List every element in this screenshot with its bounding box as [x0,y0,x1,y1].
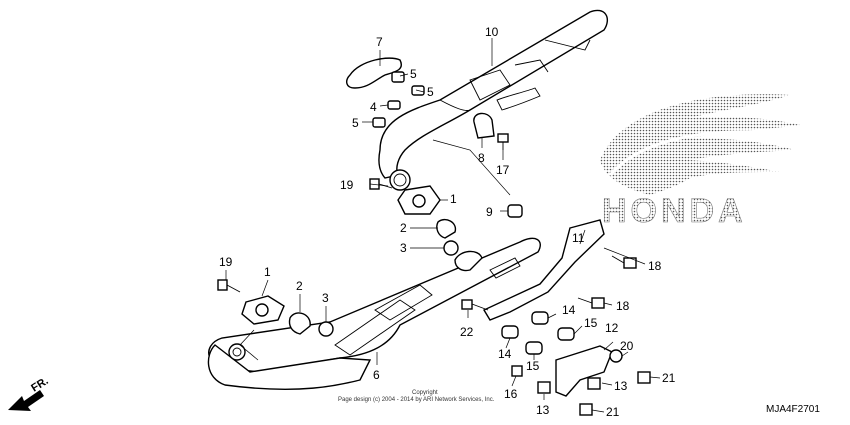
callout-15: 15 [584,316,598,330]
callout-14: 14 [498,347,512,361]
honda-wordmark: HONDA [602,192,747,230]
bolt-19-lower[interactable] [217,279,241,293]
front-direction-arrow-icon [8,390,44,411]
callout-6: 6 [373,368,380,382]
collar-upper[interactable] [436,218,457,239]
callout-10: 10 [485,25,499,39]
callout-19: 19 [219,255,233,269]
clip-5-a[interactable] [391,71,405,83]
callout-12: 12 [605,321,619,335]
front-direction-label: FR. [29,375,50,395]
seal-upper[interactable] [443,240,459,256]
callout-17: 17 [496,163,510,177]
bolt-18-b[interactable] [577,297,605,309]
seal-lower[interactable] [318,321,334,337]
callout-18: 18 [648,259,662,273]
lower-muffler[interactable] [207,237,541,390]
nut-21-a[interactable] [637,371,651,384]
collar-15-b[interactable] [525,341,543,355]
clip-5-c[interactable] [372,117,386,128]
callout-3: 3 [322,291,329,305]
callout-18: 18 [616,299,630,313]
callout-1: 1 [450,192,457,206]
callout-5: 5 [427,85,434,99]
callout-16: 16 [504,387,518,401]
upper-muffler[interactable] [378,9,608,191]
callout-1: 1 [264,265,271,279]
callout-13: 13 [536,403,550,417]
muffler-bracket[interactable] [482,219,605,321]
callout-13: 13 [614,379,628,393]
callout-8: 8 [478,151,485,165]
leader-lines [225,38,661,413]
callout-5: 5 [410,67,417,81]
callout-19: 19 [340,178,354,192]
callout-2: 2 [296,279,303,293]
collar-14-a[interactable] [531,311,549,325]
collar-15-a[interactable] [557,327,575,341]
bolt-19-upper[interactable] [369,178,393,190]
bolt-16[interactable] [511,365,523,377]
collar-14-b[interactable] [501,325,519,339]
callout-14: 14 [562,303,576,317]
honda-wing-icon [600,94,800,195]
clamp-band[interactable] [473,112,495,139]
callout-20: 20 [620,339,634,353]
copyright-text: Page design (c) 2004 - 2014 by ARI Netwo… [338,397,495,403]
callout-15: 15 [526,359,540,373]
copyright-title: Copyright [412,390,438,396]
diagram-code: MJA4F2701 [766,404,820,415]
callout-5: 5 [352,116,359,130]
collar-lower[interactable] [288,312,311,335]
callout-numbers: 7 10 5 5 4 5 8 17 19 1 9 2 3 11 18 19 1 … [219,25,676,419]
callout-4: 4 [370,100,377,114]
step-bracket[interactable] [555,345,613,397]
bolt-18-a[interactable] [611,255,637,269]
callout-7: 7 [376,35,383,49]
bolt-13-b[interactable] [537,381,551,394]
heat-shield[interactable] [346,57,402,89]
callout-9: 9 [486,205,493,219]
bolt-17[interactable] [497,133,509,150]
callout-22: 22 [460,325,474,339]
nut-21-b[interactable] [579,403,593,416]
callout-11: 11 [572,231,585,245]
clip-4[interactable] [387,100,401,110]
bolt-13-a[interactable] [587,377,601,390]
bolt-22[interactable] [461,299,489,311]
gasket-9[interactable] [507,204,523,218]
callout-21: 21 [662,371,676,385]
callout-21: 21 [606,405,620,419]
callout-2: 2 [400,221,407,235]
callout-3: 3 [400,241,407,255]
